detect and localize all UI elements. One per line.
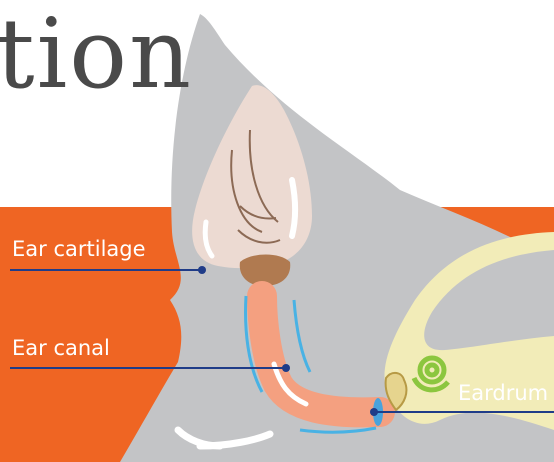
leader-dot-ear-cartilage — [198, 266, 206, 274]
label-ear-cartilage: Ear cartilage — [12, 237, 146, 261]
label-eardrum: Eardrum — [458, 381, 548, 405]
leader-dot-eardrum — [370, 408, 378, 416]
leader-dot-ear-canal — [282, 364, 290, 372]
label-ear-canal: Ear canal — [12, 336, 110, 360]
title-fragment: tion — [0, 6, 193, 102]
ear-highlight — [292, 180, 295, 236]
